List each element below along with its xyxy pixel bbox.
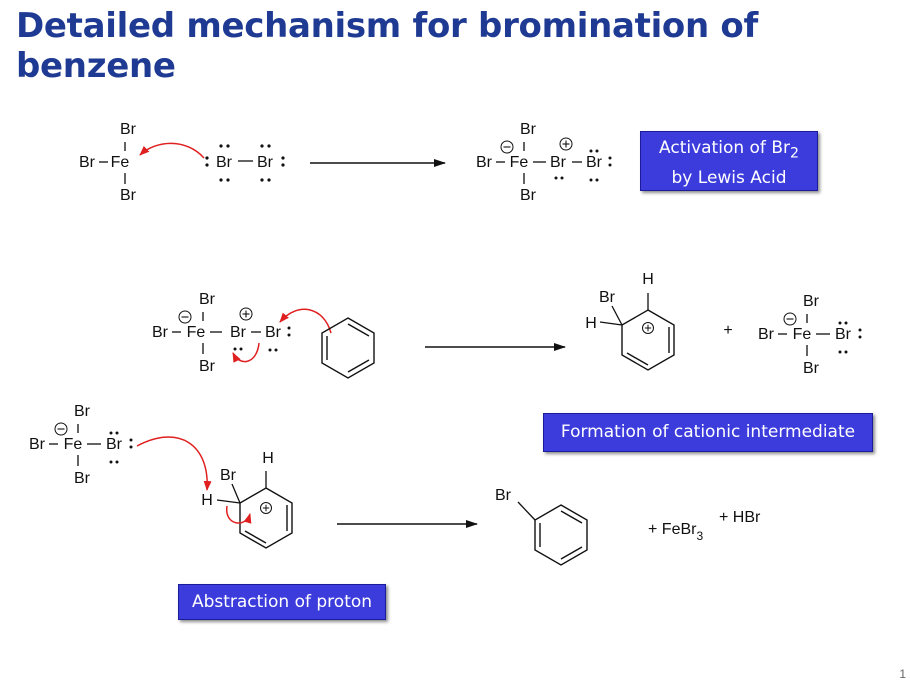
plus-charge bbox=[642, 322, 654, 334]
atom-br: Br bbox=[74, 403, 91, 420]
atom-fe: Fe bbox=[187, 324, 206, 341]
febr4-anion: Br Br Fe Br Br bbox=[758, 293, 862, 377]
atom-br: Br bbox=[835, 326, 852, 343]
hbr-product: + HBr bbox=[719, 509, 761, 526]
bromobenzene: Br bbox=[495, 487, 588, 566]
atom-h: H bbox=[642, 271, 654, 288]
plus-charge bbox=[260, 502, 272, 514]
atom-h: H bbox=[585, 315, 597, 332]
atom-fe: Fe bbox=[510, 154, 529, 171]
atom-br: Br bbox=[520, 187, 537, 204]
arenium-ion: H Br H bbox=[585, 271, 675, 371]
atom-h: H bbox=[201, 492, 213, 509]
label-activation: Activation of Br2 by Lewis Acid bbox=[640, 131, 818, 191]
label-formation: Formation of cationic intermediate bbox=[543, 413, 873, 452]
atom-br: Br bbox=[758, 326, 775, 343]
lone-pairs bbox=[205, 144, 285, 182]
lone-pairs bbox=[109, 431, 133, 464]
atom-br: Br bbox=[586, 154, 603, 171]
atom-br: Br bbox=[550, 154, 567, 171]
febr4-anion: Br Br Fe Br Br bbox=[29, 403, 133, 487]
benzene-ring bbox=[321, 317, 375, 379]
atom-br: Br bbox=[220, 467, 237, 484]
febr3-reactant: Br Br Fe Br bbox=[79, 121, 137, 204]
atom-fe: Fe bbox=[793, 326, 812, 343]
bromine-molecule: Br Br bbox=[205, 144, 285, 182]
atom-br: Br bbox=[74, 470, 91, 487]
minus-charge bbox=[500, 140, 514, 154]
atom-h: H bbox=[262, 450, 274, 467]
atom-br: Br bbox=[106, 436, 123, 453]
lone-pairs bbox=[554, 149, 612, 182]
plus-charge bbox=[559, 137, 573, 151]
atom-br: Br bbox=[257, 154, 274, 171]
atom-br: Br bbox=[79, 154, 96, 171]
minus-charge bbox=[783, 312, 797, 326]
atom-br: Br bbox=[29, 436, 46, 453]
curly-arrow bbox=[279, 308, 332, 334]
atom-fe: Fe bbox=[64, 436, 83, 453]
atom-br: Br bbox=[803, 293, 820, 310]
atom-fe: Fe bbox=[111, 154, 130, 171]
curly-arrow bbox=[136, 436, 212, 491]
febr4-br-complex: Br Br Fe Br Br Br bbox=[476, 121, 612, 204]
curly-arrow bbox=[226, 505, 252, 524]
curly-arrow bbox=[139, 142, 205, 159]
page-number: 1 bbox=[899, 667, 906, 681]
label-abstraction: Abstraction of proton bbox=[178, 584, 386, 620]
atom-br: Br bbox=[520, 121, 537, 138]
minus-charge bbox=[178, 310, 192, 324]
febr4-br-complex: Br Br Fe Br Br Br bbox=[152, 291, 291, 375]
atom-br: Br bbox=[803, 360, 820, 377]
atom-br: Br bbox=[120, 121, 137, 138]
atom-br: Br bbox=[599, 289, 616, 306]
febr3-product: + FeBr3 bbox=[648, 521, 703, 543]
atom-br: Br bbox=[216, 154, 233, 171]
minus-charge bbox=[54, 422, 68, 436]
atom-br: Br bbox=[265, 324, 282, 341]
lone-pairs bbox=[838, 321, 862, 354]
atom-br: Br bbox=[199, 291, 216, 308]
curly-arrow bbox=[232, 342, 260, 363]
atom-br: Br bbox=[230, 324, 247, 341]
atom-br: Br bbox=[120, 187, 137, 204]
atom-br: Br bbox=[152, 324, 169, 341]
atom-br: Br bbox=[476, 154, 493, 171]
slide-title: Detailed mechanism for bromination of be… bbox=[16, 6, 758, 86]
atom-br: Br bbox=[495, 487, 512, 504]
plus-sign: + bbox=[723, 322, 732, 339]
arenium-ion: H Br H bbox=[201, 450, 293, 549]
lone-pairs bbox=[233, 326, 291, 352]
plus-charge bbox=[239, 307, 253, 321]
atom-br: Br bbox=[199, 358, 216, 375]
